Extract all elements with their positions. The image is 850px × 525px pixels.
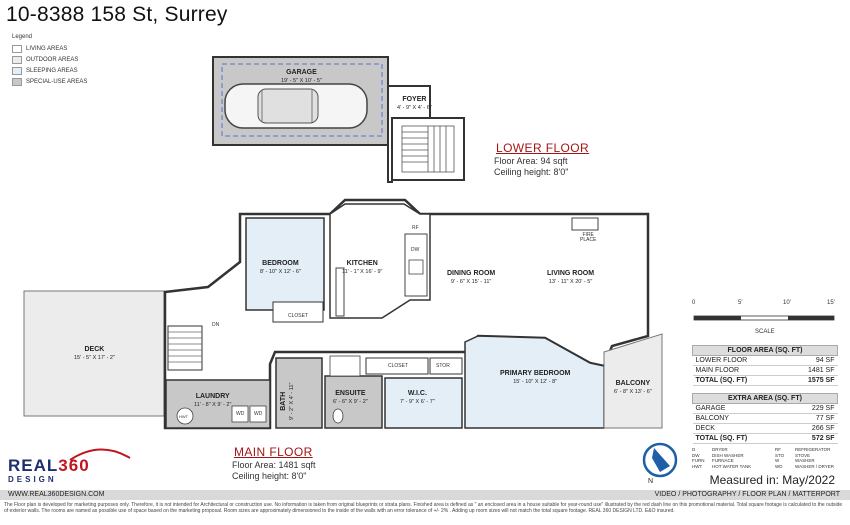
lower-floor-heading: LOWER FLOOR: [496, 141, 590, 155]
balcony-area: [603, 333, 663, 429]
hot-water-tank-label: HWT: [179, 414, 189, 419]
legend-item-sleeping: SLEEPING AREAS: [12, 67, 78, 75]
logo: REAL360: [8, 456, 90, 475]
storage-label: STOR: [436, 363, 450, 369]
main-stairs-icon: [168, 331, 202, 363]
legend-item-special: SPECIAL-USE AREAS: [12, 78, 87, 86]
scale-bar: [693, 315, 835, 321]
extra-area-header: EXTRA AREA (SQ. FT): [692, 393, 838, 404]
main-stairs-area: [167, 325, 203, 371]
legend-swatch: [12, 78, 22, 86]
footer-disclaimer: The Floor plan is developed for marketin…: [4, 502, 843, 515]
main-floor-heading: MAIN FLOOR: [234, 445, 313, 459]
legend-title: Legend: [12, 34, 33, 40]
fireplace-icon: [571, 217, 599, 231]
refrigerator-label: RF: [412, 225, 419, 231]
scale-tick-10: 10': [783, 300, 791, 306]
hall-closet: [365, 357, 429, 375]
bedroom-area: [245, 217, 325, 311]
footer-bar: [0, 490, 850, 500]
legend-item-outdoor: OUTDOOR AREAS: [12, 56, 78, 64]
washer-label: WD: [236, 411, 245, 417]
logo-design-text: DESIGN: [8, 475, 57, 484]
stove-icon: [408, 259, 424, 275]
toilet-icon: [332, 408, 344, 424]
dryer-label: WD: [254, 411, 263, 417]
shower-icon: [329, 355, 361, 377]
measured-date: Measured in: May/2022: [709, 473, 835, 487]
bedroom-closet: [272, 301, 324, 323]
legend-swatch: [12, 56, 22, 64]
legend-item-living: LIVING AREAS: [12, 45, 67, 53]
garage-dashed-outline: [221, 63, 383, 137]
compass-icon: [642, 442, 678, 478]
bedroom-closet-label: CLOSET: [288, 313, 309, 319]
car-icon: [224, 83, 368, 129]
logo-swoosh: [69, 448, 131, 461]
page-title: 10-8388 158 St, Surrey: [6, 3, 228, 26]
floor-area-header: FLOOR AREA (SQ. FT): [692, 345, 838, 356]
hall-closet-label: CLOSET: [388, 363, 409, 369]
primary-bedroom-area: [464, 335, 605, 429]
table-total-row: TOTAL (SQ. FT)572 SF: [692, 433, 838, 444]
bath-area: [275, 357, 323, 429]
legend-swatch: [12, 67, 22, 75]
dishwasher-label: DW: [411, 247, 420, 253]
kitchen-island: [335, 267, 345, 317]
hot-water-tank-icon: [176, 407, 194, 425]
walk-in-closet-area: [384, 377, 463, 429]
legend-swatch: [12, 45, 22, 53]
dryer-icon: [249, 405, 267, 423]
compass-north-label: N: [648, 478, 654, 485]
scale-tick-15: 15': [827, 300, 835, 306]
table-total-row: TOTAL (SQ. FT)1575 SF: [692, 375, 838, 386]
stairs-down-label: DN: [212, 322, 220, 328]
footer-website[interactable]: WWW.REAL360DESIGN.COM: [8, 491, 105, 498]
wic-label: W.I.C.7' - 9" X 6' - 7": [400, 390, 435, 405]
storage-closet: [429, 357, 463, 375]
lower-stairs-icon: [401, 125, 455, 173]
scale-label: SCALE: [755, 329, 775, 335]
washer-icon: [231, 405, 249, 423]
scale-tick-0: 0: [692, 300, 696, 306]
deck-area: [23, 290, 165, 417]
scale-tick-5: 5': [738, 300, 743, 306]
footer-services: VIDEO / PHOTOGRAPHY / FLOOR PLAN / MATTE…: [654, 491, 840, 498]
